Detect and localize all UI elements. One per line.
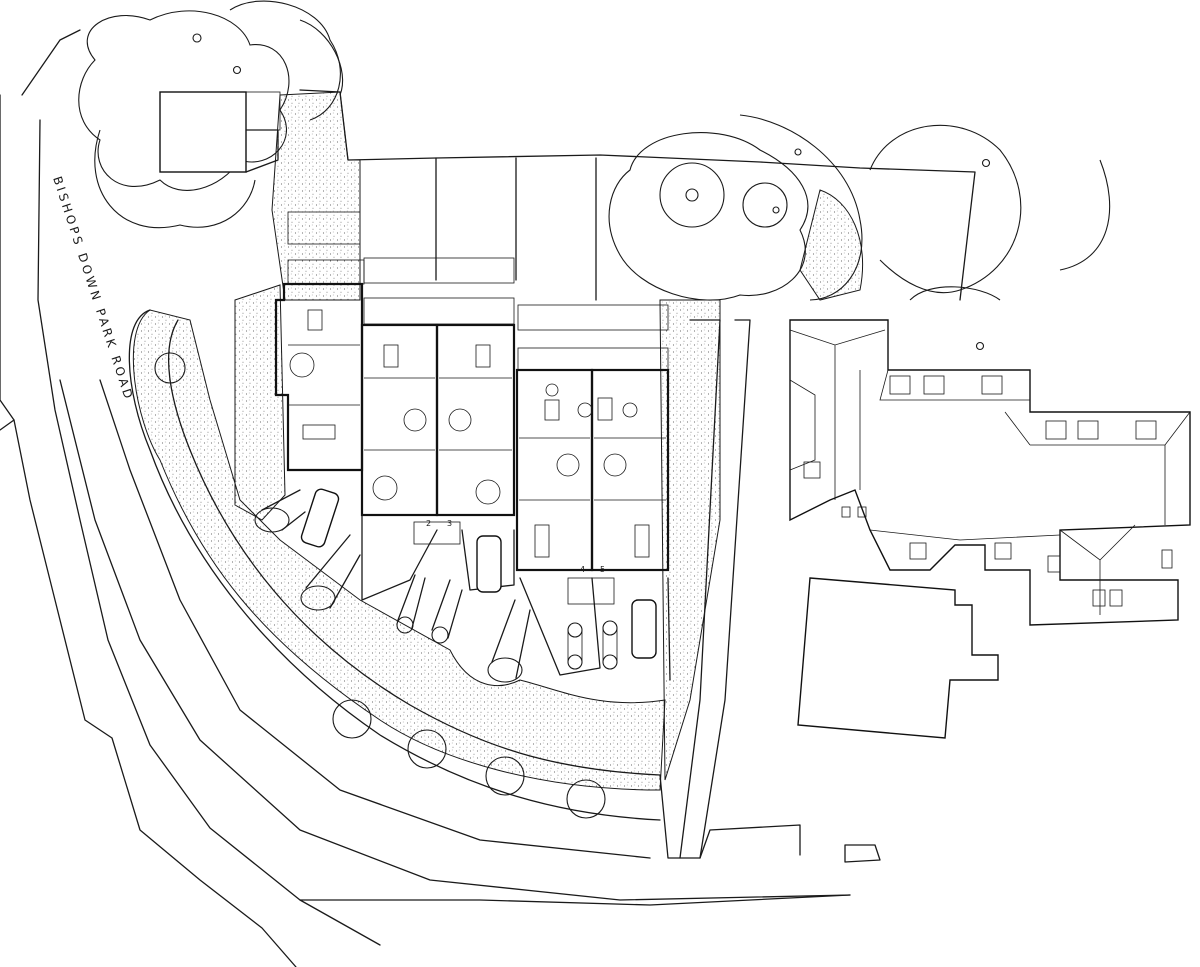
plot-label: 3 bbox=[447, 519, 452, 528]
plot-label: 5 bbox=[600, 565, 605, 574]
outbuilding bbox=[159, 91, 281, 173]
access-driveway bbox=[128, 309, 881, 863]
trees-centre bbox=[608, 114, 1111, 351]
road-name-label: BISHOPS DOWN PARK ROAD bbox=[50, 175, 136, 403]
terrace-houses bbox=[274, 282, 670, 572]
street-trees bbox=[154, 352, 606, 819]
rear-terraces bbox=[287, 211, 669, 371]
neighbouring-block bbox=[797, 577, 999, 739]
cars bbox=[300, 488, 657, 659]
plot-label: 2 bbox=[426, 519, 431, 528]
neighbouring-building bbox=[789, 319, 1191, 626]
plot-label: 4 bbox=[580, 565, 585, 574]
driveways bbox=[254, 489, 671, 683]
site-boundary bbox=[299, 89, 976, 301]
road bbox=[0, 29, 851, 967]
boundary-lower bbox=[299, 894, 851, 906]
landscape-stipple bbox=[132, 91, 864, 791]
plot-numbers: 2 3 4 5 bbox=[426, 519, 605, 574]
